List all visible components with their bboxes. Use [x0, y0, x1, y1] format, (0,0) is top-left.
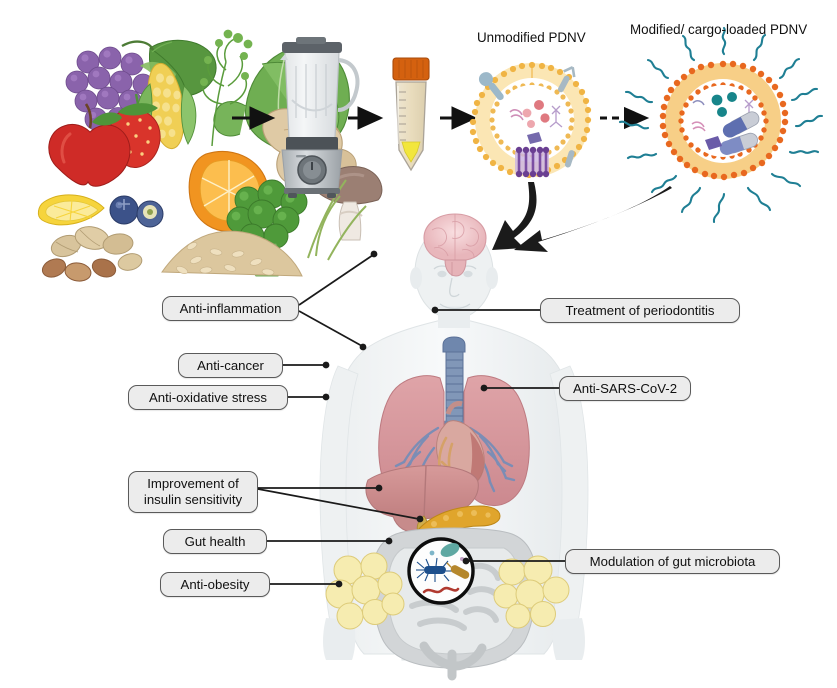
grain-pile-icon [161, 230, 303, 277]
modified-pdnv-icon [618, 26, 824, 224]
brain-organ [423, 213, 487, 277]
callout-anti-obesity[interactable]: Anti-obesity [160, 572, 270, 597]
centrifuge-tube-icon [392, 57, 430, 172]
bacteria-flagellated [416, 557, 454, 582]
caption-modified: Modified/ cargo-loaded PDNV [630, 22, 808, 37]
modified-cargo [691, 92, 760, 155]
callout-periodontitis[interactable]: Treatment of periodontitis [540, 298, 740, 323]
leader-lines [257, 250, 565, 588]
lemon-icon [37, 194, 105, 226]
wheat-icon [307, 179, 367, 261]
membrane-protein [515, 146, 550, 178]
vesicle-cargo [509, 100, 563, 144]
callout-anti-sars-cov-2[interactable]: Anti-SARS-CoV-2 [559, 376, 691, 401]
callout-anti-oxidative-stress[interactable]: Anti-oxidative stress [128, 385, 288, 410]
microbiota-inset [407, 537, 475, 605]
peg-chains [618, 26, 824, 224]
human-body-figure [319, 213, 589, 681]
apple-icon [48, 103, 131, 187]
blueberry-icon [109, 195, 164, 228]
blender-icon [280, 37, 360, 198]
callout-anti-inflammation[interactable]: Anti-inflammation [162, 296, 299, 321]
arrow-curved-pair [492, 182, 672, 252]
nuts-icon [41, 226, 143, 282]
adipose-left [325, 552, 405, 630]
callout-gut-health[interactable]: Gut health [163, 529, 267, 554]
caption-unmodified: Unmodified PDNV [477, 30, 586, 45]
unmodified-pdnv-icon [469, 61, 592, 179]
callout-gut-microbiota[interactable]: Modulation of gut microbiota [565, 549, 780, 574]
herb-icon [200, 29, 253, 147]
callout-insulin-sensitivity[interactable]: Improvement of insulin sensitivity [128, 471, 258, 513]
surface-receptors [478, 65, 576, 168]
callout-anti-cancer[interactable]: Anti-cancer [178, 353, 283, 378]
adipose-right [493, 555, 570, 629]
